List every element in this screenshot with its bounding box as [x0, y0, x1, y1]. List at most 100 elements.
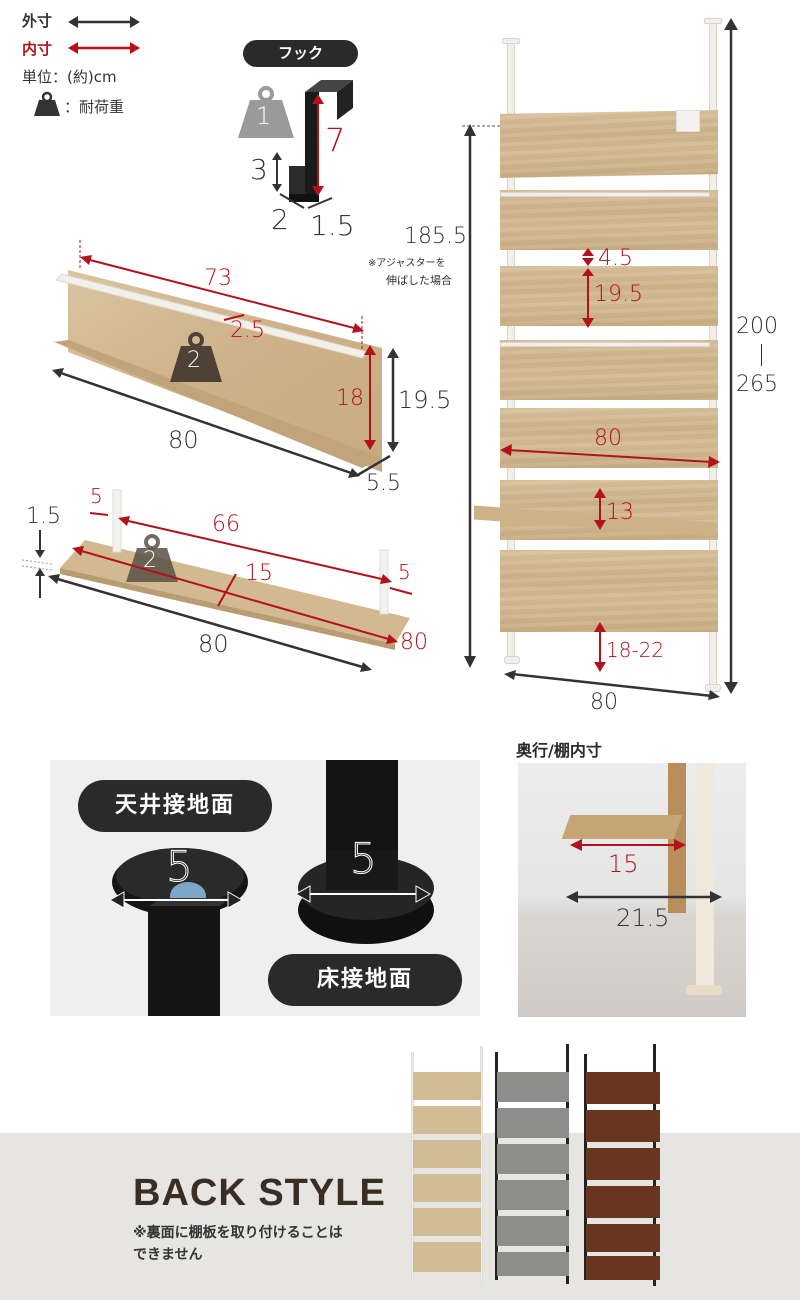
rail-shelf-outer-width: 80	[168, 426, 199, 454]
outer-width-arrow-icon	[52, 368, 360, 478]
rail-shelf-outer-height: 19.5	[398, 386, 452, 414]
floor-contact-label: 床接地面	[268, 954, 462, 1006]
left-offset-arrow-icon	[89, 512, 109, 516]
total-height-max: 265	[736, 372, 778, 397]
total-height-arrow-icon	[724, 18, 738, 694]
min-height-arrow-icon	[462, 124, 508, 668]
foot-pad	[686, 985, 722, 995]
hook-depth-value: 3	[250, 153, 268, 186]
panel-3	[500, 266, 718, 326]
weight-icon	[34, 91, 60, 116]
back-style-title: BACK STYLE	[133, 1172, 386, 1214]
load-capacity-label: ：耐荷重	[64, 98, 125, 116]
right-pole-foot	[705, 684, 721, 692]
floor-clearance-value: 18-22	[606, 638, 665, 662]
bottom-width-value: 80	[590, 690, 618, 715]
total-depth-arrow-icon	[566, 891, 722, 903]
flat-shelf-outer-width: 80	[198, 630, 229, 658]
hook-depth-arrow-icon	[272, 152, 282, 192]
hook-shape-icon	[289, 80, 353, 202]
floor-dia-value: 5	[350, 834, 378, 883]
back-style-note-line2: できません	[133, 1247, 203, 1263]
depth-arrow-icon	[217, 573, 237, 607]
inner-height-arrow-icon	[364, 345, 376, 450]
shelf-depth-arrow-icon	[570, 839, 686, 851]
desk-height-value: 13	[606, 500, 634, 525]
panel-5	[500, 408, 718, 468]
panel-4	[500, 340, 718, 400]
panel-gap-arrows-icon	[582, 248, 594, 328]
rail-shelf-inner-height: 18	[336, 386, 364, 411]
outer-height-arrow-icon	[387, 348, 399, 452]
total-height-min: 200	[736, 314, 778, 339]
weight-icon	[170, 332, 222, 382]
ceiling-dia-arrow-icon	[108, 891, 244, 909]
flat-shelf-load-value: 2	[143, 548, 157, 573]
rail-gap-value: 2.5	[230, 318, 265, 343]
hook-height-value: 7	[325, 121, 346, 159]
outer-arrow-icon	[68, 16, 140, 28]
rail-shelf-inner-width: 73	[204, 266, 232, 291]
inner-span-arrow-icon	[118, 516, 392, 584]
desk-height-arrow-icon	[594, 488, 606, 530]
flat-shelf-left-offset: 5	[90, 484, 103, 508]
weight-icon	[126, 534, 178, 582]
depth-photo-title: 奥行/棚内寸	[516, 741, 602, 760]
floor-clearance-arrow-icon	[594, 622, 606, 672]
right-offset-arrow-icon	[389, 587, 413, 595]
panel-2	[500, 190, 718, 250]
flat-shelf-depth: 15	[245, 561, 273, 586]
back-panel-edge	[668, 763, 686, 913]
back-style-note-line1: ※裏面に棚板を取り付けることは	[133, 1225, 343, 1241]
back-style-band	[0, 1133, 800, 1300]
contact-photo: 5 5 天井接地面 床接地面	[50, 760, 480, 1016]
outer-dimension-label: 外寸	[22, 12, 53, 30]
ceiling-contact-label: 天井接地面	[78, 780, 272, 832]
hook-width-a-value: 2	[271, 203, 289, 236]
weight-icon	[238, 86, 294, 138]
depth-photo	[518, 763, 746, 1017]
unit-label: 単位：(約)cm	[22, 68, 117, 86]
outer-width-arrow-icon	[48, 574, 372, 672]
bottom-width-arrow-icon	[504, 670, 720, 700]
total-depth-value: 21.5	[616, 904, 670, 932]
adjuster-note-line2: 伸ばした場合	[386, 274, 452, 287]
inner-dimension-label: 内寸	[22, 40, 53, 58]
hook-on-panel	[676, 110, 700, 132]
depth-arrow-icon	[355, 454, 391, 478]
flat-shelf-thickness: 1.5	[26, 504, 61, 529]
right-pole-cap	[704, 18, 722, 24]
total-height-separator	[761, 344, 762, 366]
inner-width-arrow-icon	[72, 546, 398, 644]
flat-shelf-inner-width: 80	[400, 630, 428, 655]
panel-width-arrow-icon	[500, 444, 720, 468]
panel-7	[500, 550, 718, 632]
left-pole-foot	[504, 656, 520, 664]
panel-4-rail	[500, 342, 710, 347]
floor-dia-arrow-icon	[294, 885, 432, 903]
hook-load-value: 1	[256, 102, 272, 130]
rail-shelf-depth: 5.5	[366, 471, 401, 496]
rail-shelf-shape	[54, 240, 382, 472]
adjuster-note-line1: ※アジャスターを	[368, 258, 446, 269]
hook-width-arrows-icon	[279, 193, 333, 209]
ceiling-dia-value: 5	[166, 842, 194, 891]
inner-width-arrow-icon	[80, 255, 364, 333]
flat-shelf-inner-span: 66	[212, 512, 240, 537]
flat-shelf-right-offset: 5	[398, 560, 411, 584]
rail-shelf-load-value: 2	[187, 348, 201, 373]
shelf-side	[561, 815, 683, 839]
left-pole-cap	[502, 38, 520, 44]
panel-height-value: 19.5	[594, 282, 643, 307]
pole-side	[696, 763, 714, 993]
panel-gap-value: 4.5	[598, 246, 633, 271]
shelf-depth-value: 15	[608, 850, 639, 878]
thickness-arrows-icon	[21, 530, 53, 598]
hook-width-b-value: 1.5	[310, 209, 355, 242]
inner-arrow-icon	[68, 42, 140, 54]
panel-width-value: 80	[594, 426, 622, 451]
panel-2-rail	[500, 192, 710, 197]
rail-gap-arrow-icon	[223, 314, 245, 321]
min-height-value: 185.5	[404, 224, 467, 249]
hook-title-badge: フック	[243, 40, 358, 67]
